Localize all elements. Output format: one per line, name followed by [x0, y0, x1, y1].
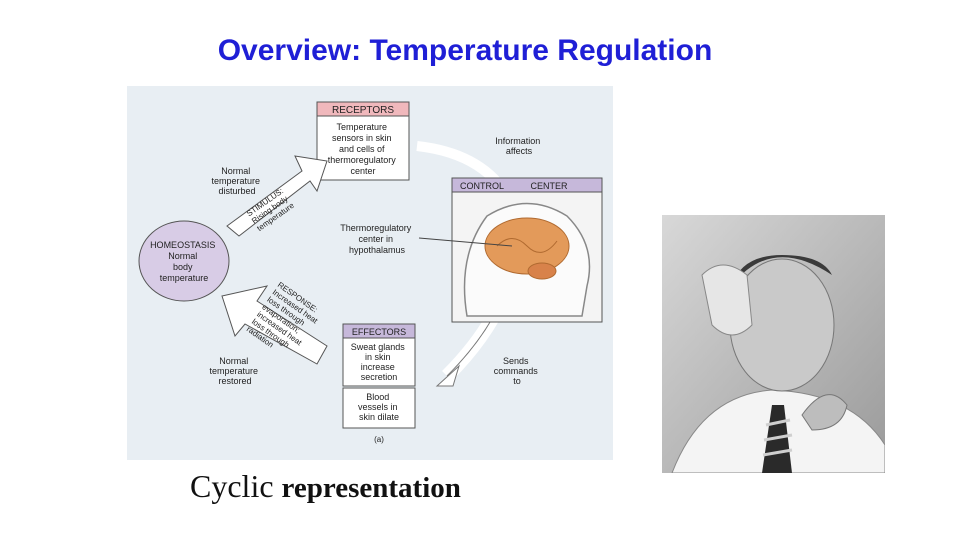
- photo-svg: [662, 215, 885, 473]
- information-affects-label: Information affects: [495, 136, 543, 156]
- control-center-header-right: CENTER: [530, 181, 568, 191]
- diagram-svg: RECEPTORS Temperature sensors in skin an…: [127, 86, 613, 460]
- thermoregulatory-label: Thermoregulatory center in hypothalamus: [340, 223, 414, 255]
- normal-restored-label: Normal temperature restored: [209, 356, 260, 386]
- homeostasis-circle: [139, 221, 229, 301]
- sends-commands-label: Sends commands to: [494, 356, 541, 386]
- caption-rest: representation: [282, 472, 461, 504]
- caption-lead: Cyclic: [190, 468, 274, 504]
- effectors-header: EFFECTORS: [352, 327, 406, 337]
- homeostasis-diagram: RECEPTORS Temperature sensors in skin an…: [127, 86, 613, 460]
- control-center-header-left: CONTROL: [460, 181, 504, 191]
- normal-disturbed-label: Normal temperature disturbed: [211, 166, 262, 196]
- caption: Cyclic representation: [190, 468, 461, 505]
- slide-title: Overview: Temperature Regulation: [0, 34, 930, 68]
- receptors-header: RECEPTORS: [332, 105, 394, 116]
- panel-label: (a): [374, 435, 384, 444]
- sweating-man-photo: [662, 215, 885, 473]
- cerebellum-icon: [528, 263, 556, 279]
